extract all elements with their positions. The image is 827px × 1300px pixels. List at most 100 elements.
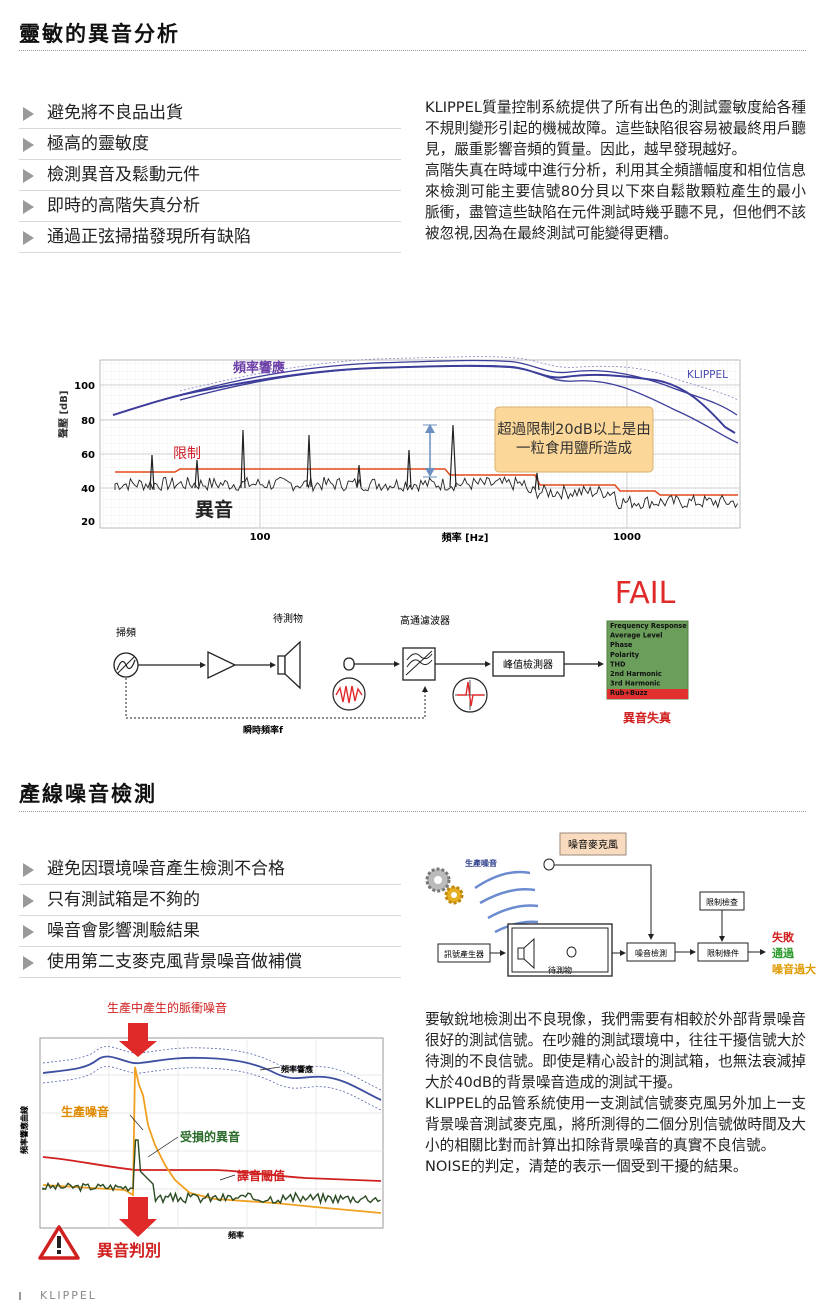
chart2-threshold-label: 譯音閾值 — [237, 1168, 285, 1183]
rub-signal-icon — [332, 677, 366, 711]
prod-noise-label: 生產噪音 — [465, 858, 497, 868]
result-noise-over: 噪音過大 — [772, 962, 816, 976]
label-klippel: KLIPPEL — [687, 369, 728, 381]
bullet-item: 避免將不良品出貨 — [19, 98, 401, 129]
bullet-item: 極高的靈敏度 — [19, 129, 401, 160]
triangle-bullet-icon — [23, 925, 34, 939]
noise-mic-box — [559, 832, 627, 856]
noise-wave-icon — [474, 870, 531, 890]
section2-bullet-list: 避免因環境噪音產生檢測不合格只有測試箱是不夠的噪音會影響測驗結果使用第二支麥克風… — [19, 854, 401, 978]
triangle-bullet-icon — [23, 956, 34, 970]
label-rub: 異音 — [195, 498, 233, 521]
speaker-icon-2 — [517, 947, 525, 960]
paragraph: KLIPPEL質量控制系統提供了所有出色的測試靈敏度給各種不規則變形引起的機械故… — [425, 99, 806, 158]
result-pass: 通過 — [772, 946, 795, 960]
rub-judge-label: 異音判別 — [97, 1241, 161, 1260]
sweep-label: 掃頻 — [116, 626, 136, 639]
triangle-bullet-icon — [23, 107, 34, 121]
down-arrow-top-icon — [119, 1023, 157, 1057]
inst-freq-feedback-line — [125, 678, 426, 719]
chart2-prod-noise-label: 生產噪音 — [61, 1104, 109, 1119]
triangle-bullet-icon — [23, 894, 34, 908]
freq-response-lower-limit — [179, 364, 739, 444]
bullet-text: 噪音會影響測驗結果 — [47, 921, 200, 941]
section2-body-text: 要敏銳地檢測出不良現像，我們需要有相較於外部背景噪音很好的測試信號。在吵雜的測試… — [425, 1009, 806, 1177]
triangle-bullet-icon — [23, 863, 34, 877]
paragraph: 要敏銳地檢測出不良現像，我們需要有相較於外部背景噪音很好的測試信號。在吵雜的測試… — [425, 1011, 806, 1091]
result-item: Frequency Response — [610, 622, 687, 630]
signal-generator-label: 訊號產生器 — [444, 949, 484, 959]
result-fail: 失敗 — [772, 930, 795, 944]
rub-buzz-measurement-line — [114, 475, 738, 510]
dut-label-2: 待測物 — [548, 965, 572, 975]
noise-detect-label: 噪音檢測 — [635, 948, 667, 958]
noise-mic-label: 噪音麥克風 — [568, 838, 618, 851]
paragraph: NOISE的判定，清楚的表示一個受到干擾的結果。 — [425, 1158, 748, 1175]
section2-title: 產線噪音檢測 — [19, 782, 157, 806]
result-item: Phase — [610, 641, 633, 649]
chart2-ylabel: 頻率響應曲線 — [19, 1106, 29, 1154]
section1-body-text: KLIPPEL質量控制系統提供了所有出色的測試靈敏度給各種不規則變形引起的機械故… — [425, 97, 806, 244]
chart1-ylabel: 聲壓 [dB] — [57, 391, 70, 438]
label-freq-response: 頻率響應 — [233, 360, 285, 376]
highpass-label: 高通濾波器 — [400, 614, 450, 627]
rub-buzz-fail-row — [607, 689, 688, 699]
peak-detector-label: 峰值檢測器 — [503, 658, 553, 671]
amplifier-icon — [207, 650, 237, 680]
bullet-text: 避免將不良品出貨 — [47, 103, 183, 123]
rub-buzz-test-diagram: FAIL 掃頻 待測物 高通濾波器 峰值檢測器 Frequency Respon… — [113, 576, 689, 736]
callout-box — [494, 406, 654, 473]
bullet-item: 只有測試箱是不夠的 — [19, 885, 401, 916]
rub-peaks — [149, 424, 540, 491]
triangle-bullet-icon — [23, 138, 34, 152]
inst-freq-label: 瞬時頻率f — [243, 724, 283, 736]
freq-response-tolerance-line — [179, 356, 739, 401]
chart1-xlabel: 頻率 [Hz] — [442, 531, 489, 544]
test-mic-icon — [566, 946, 577, 958]
result-item: Polarity — [610, 651, 640, 659]
callout-line2: 一粒食用鹽所造成 — [516, 440, 632, 457]
chart2-damaged-rub-label: 受損的異音 — [180, 1129, 240, 1144]
triangle-bullet-icon — [23, 169, 34, 183]
test-result-list — [606, 620, 689, 700]
rub-buzz-spectrum-chart: 超過限制20dB以上是由 一粒食用鹽所造成 頻率響應 KLIPPEL 限制 異音… — [57, 356, 741, 544]
bullet-text: 極高的靈敏度 — [47, 134, 149, 154]
chart2-xlabel: 頻率 — [228, 1230, 244, 1240]
bullet-text: 使用第二支麥克風背景噪音做補償 — [47, 952, 302, 972]
limit-check-label: 限制檢查 — [706, 897, 738, 907]
section2-divider — [19, 811, 806, 812]
speaker-icon — [277, 655, 286, 675]
limit-cond-label: 限制條件 — [707, 948, 739, 958]
chart2-freq-response-label: 頻率響應 — [281, 1064, 313, 1074]
chart2-freq-response — [42, 1055, 382, 1101]
bullet-item: 噪音會影響測驗結果 — [19, 916, 401, 947]
bullet-item: 檢測異音及鬆動元件 — [19, 160, 401, 191]
paragraph: KLIPPEL的品管系統使用一支測試信號麥克風另外加上一支背景噪音測試麥克風，將… — [425, 1095, 806, 1154]
result-item: Rub+Buzz — [610, 689, 648, 697]
result-item: THD — [610, 660, 626, 668]
chart2-title: 生產中產生的脈衝噪音 — [107, 1000, 227, 1015]
section1-title: 靈敏的異音分析 — [19, 22, 180, 46]
xtick-100: 100 — [250, 532, 271, 543]
peak-detector-box — [492, 651, 565, 677]
freq-response-upper-limit — [179, 359, 738, 416]
noise-detection-diagram: 噪音麥克風 生產噪音 限制檢查 訊號產生器 待測物 噪音檢測 限制條件 失敗 通… — [425, 832, 816, 977]
ytick-20: 20 — [81, 517, 95, 528]
footer-brand: KLIPPEL — [40, 1289, 97, 1300]
gear-icon — [425, 867, 464, 905]
paragraph: 高階失真在時域中進行分析，利用其全頻譜幅度和相位信息來檢測可能主要信號80分貝以… — [425, 162, 806, 242]
rub-distortion-label: 異音失真 — [623, 710, 671, 725]
bullet-item: 通過正弦掃描發現所有缺陷 — [19, 222, 401, 253]
ytick-80: 80 — [81, 416, 95, 427]
dut-label: 待測物 — [273, 612, 303, 625]
down-arrow-bottom-icon — [119, 1197, 157, 1237]
impulse-noise-chart: 生產中產生的脈衝噪音 頻率響應 生產噪音 受損的異音 譯音閾值 頻率 頻率響應曲… — [19, 1000, 384, 1260]
section1-bullet-list: 避免將不良品出貨極高的靈敏度檢測異音及鬆動元件即時的高階失真分析通過正弦掃描發現… — [19, 98, 401, 253]
bullet-item: 使用第二支麥克風背景噪音做補償 — [19, 947, 401, 978]
bullet-text: 檢測異音及鬆動元件 — [47, 165, 200, 185]
bullet-text: 避免因環境噪音產生檢測不合格 — [47, 859, 285, 879]
triangle-bullet-icon — [23, 231, 34, 245]
bullet-text: 只有測試箱是不夠的 — [47, 890, 200, 910]
bullet-text: 通過正弦掃描發現所有缺陷 — [47, 227, 251, 247]
fail-label: FAIL — [615, 576, 676, 611]
